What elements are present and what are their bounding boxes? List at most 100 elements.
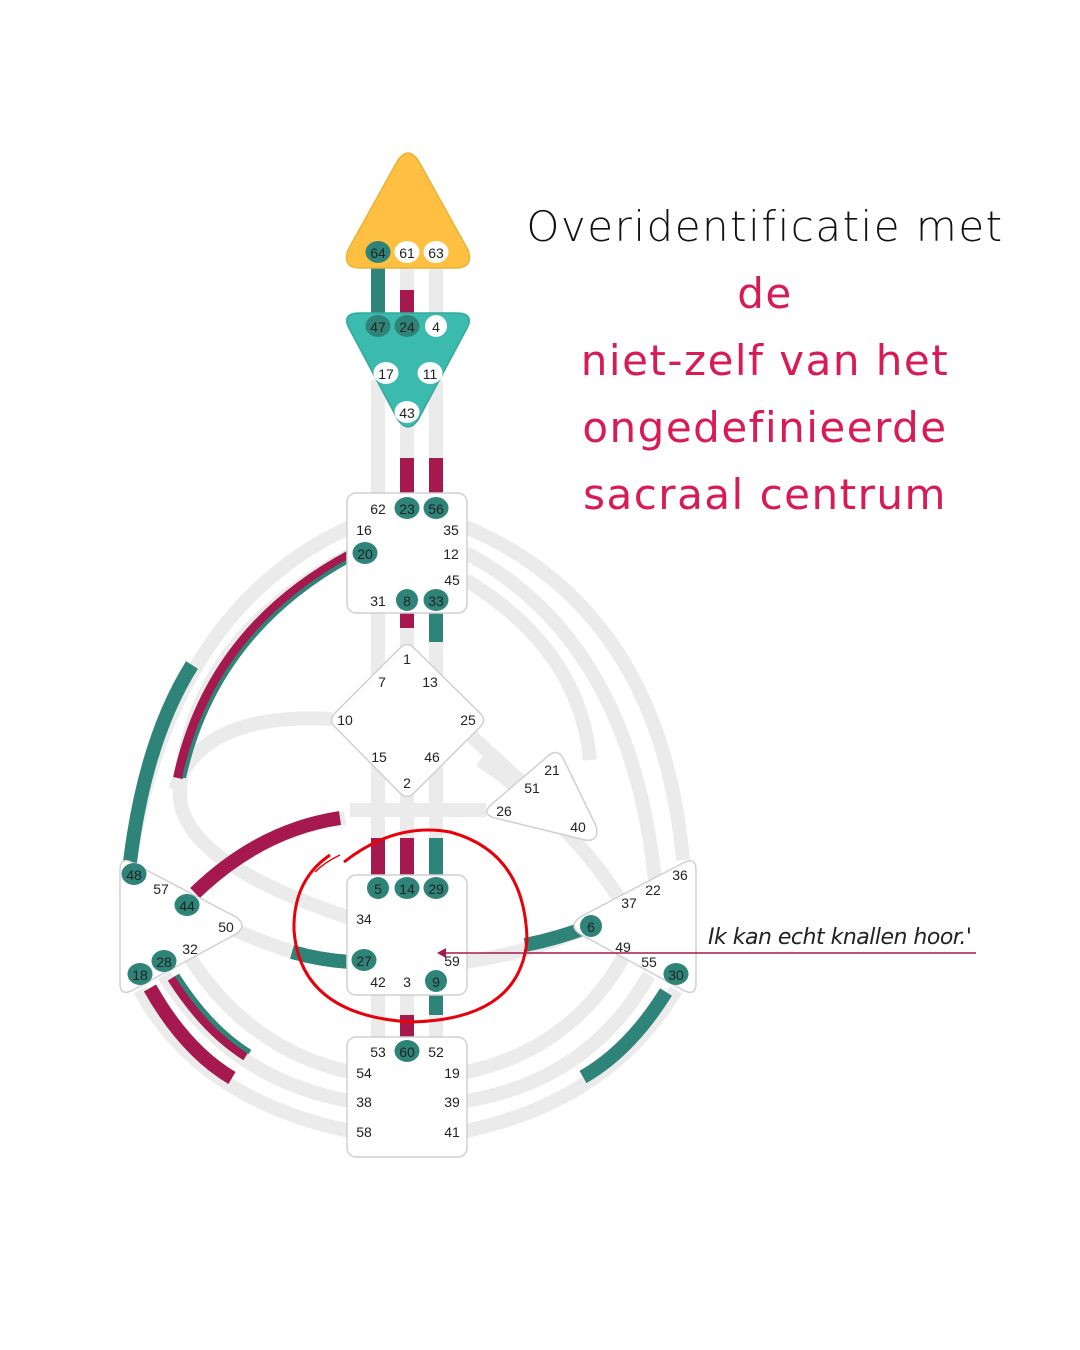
gate-number: 56 — [428, 501, 444, 517]
gate-number: 42 — [370, 974, 386, 990]
gate-badge — [663, 963, 689, 985]
gate-badge — [423, 241, 449, 263]
gate-20: 20 — [352, 542, 378, 564]
gate-31: 31 — [370, 593, 386, 609]
gate-13: 13 — [422, 674, 438, 690]
gate-number: 44 — [179, 898, 195, 914]
sacral-center — [346, 874, 468, 996]
gate-badge — [365, 241, 391, 263]
gate-number: 37 — [621, 895, 637, 911]
solar-plexus-center — [573, 859, 697, 994]
gate-49: 49 — [615, 939, 631, 955]
spleen-center — [119, 859, 243, 994]
gate-badge — [425, 970, 447, 992]
gate-50: 50 — [218, 919, 234, 935]
gate-number: 17 — [378, 366, 394, 382]
gate-number: 60 — [399, 1044, 415, 1060]
gate-36: 36 — [672, 867, 688, 883]
gate-51: 51 — [524, 780, 540, 796]
gate-23: 23 — [394, 497, 420, 519]
gate-64: 64 — [365, 241, 391, 263]
gate-number: 30 — [668, 967, 684, 983]
gate-62: 62 — [370, 501, 386, 517]
gate-30: 30 — [663, 963, 689, 985]
gate-number: 14 — [399, 881, 415, 897]
gate-badge — [394, 877, 420, 899]
gate-58: 58 — [356, 1124, 372, 1140]
gate-number: 55 — [641, 954, 657, 970]
gate-59: 59 — [444, 953, 460, 969]
gate-number: 46 — [424, 749, 440, 765]
gate-number: 2 — [403, 775, 411, 791]
gate-badge — [373, 362, 399, 384]
gate-1: 1 — [403, 651, 411, 667]
root-center — [346, 1036, 468, 1158]
gate-number: 54 — [356, 1065, 372, 1081]
gate-number: 13 — [422, 674, 438, 690]
gate-46: 46 — [424, 749, 440, 765]
ajna-center — [345, 312, 471, 428]
gate-badge — [394, 315, 420, 337]
gate-53: 53 — [370, 1044, 386, 1060]
gate-63: 63 — [423, 241, 449, 263]
gate-14: 14 — [394, 877, 420, 899]
gate-number: 64 — [370, 245, 386, 261]
gate-number: 3 — [403, 974, 411, 990]
gate-number: 12 — [443, 546, 459, 562]
gate-number: 29 — [428, 881, 444, 897]
gate-badge — [351, 949, 377, 971]
gate-33: 33 — [423, 589, 449, 611]
gate-4: 4 — [425, 315, 447, 337]
gate-badge — [352, 542, 378, 564]
gate-35: 35 — [443, 522, 459, 538]
gate-3: 3 — [403, 974, 411, 990]
gate-number: 50 — [218, 919, 234, 935]
title-line-1: Overidentificatie met — [526, 202, 1004, 251]
gate-number: 11 — [423, 366, 438, 382]
active-channels — [123, 268, 672, 1085]
gate-60: 60 — [394, 1040, 420, 1062]
gate-24: 24 — [394, 315, 420, 337]
gate-number: 35 — [443, 522, 459, 538]
gate-number: 24 — [399, 319, 415, 335]
gate-21: 21 — [544, 762, 560, 778]
gate-number: 40 — [570, 819, 586, 835]
gate-48: 48 — [121, 863, 147, 885]
gate-badge — [151, 950, 177, 972]
gate-15: 15 — [371, 749, 387, 765]
gate-54: 54 — [356, 1065, 372, 1081]
gate-number: 53 — [370, 1044, 386, 1060]
gate-8: 8 — [396, 589, 418, 611]
gate-52: 52 — [428, 1044, 444, 1060]
gate-badge — [394, 241, 420, 263]
gate-number: 63 — [428, 245, 444, 261]
gate-34: 34 — [356, 911, 372, 927]
gate-badge — [394, 401, 420, 423]
gate-number: 52 — [428, 1044, 444, 1060]
gate-badge — [423, 877, 449, 899]
gate-number: 23 — [399, 501, 415, 517]
gate-number: 31 — [370, 593, 386, 609]
gate-number: 9 — [432, 974, 440, 990]
heart-center — [486, 751, 598, 841]
gate-number: 59 — [444, 953, 460, 969]
gate-badge — [365, 315, 391, 337]
gate-43: 43 — [394, 401, 420, 423]
gate-55: 55 — [641, 954, 657, 970]
gate-number: 27 — [356, 953, 372, 969]
title: Overidentificatie met de niet-zelf van h… — [500, 193, 1030, 528]
gate-9: 9 — [425, 970, 447, 992]
gate-7: 7 — [378, 674, 386, 690]
gate-16: 16 — [356, 522, 372, 538]
gate-number: 6 — [587, 919, 595, 935]
title-line-3: ongedefinieerde — [582, 403, 948, 452]
title-line-2: niet-zelf van het — [580, 336, 950, 385]
gate-27: 27 — [351, 949, 377, 971]
gate-37: 37 — [621, 895, 637, 911]
gate-number: 34 — [356, 911, 372, 927]
gate-5: 5 — [367, 877, 389, 899]
gate-number: 57 — [153, 881, 169, 897]
gate-number: 21 — [544, 762, 560, 778]
gate-number: 19 — [444, 1065, 460, 1081]
